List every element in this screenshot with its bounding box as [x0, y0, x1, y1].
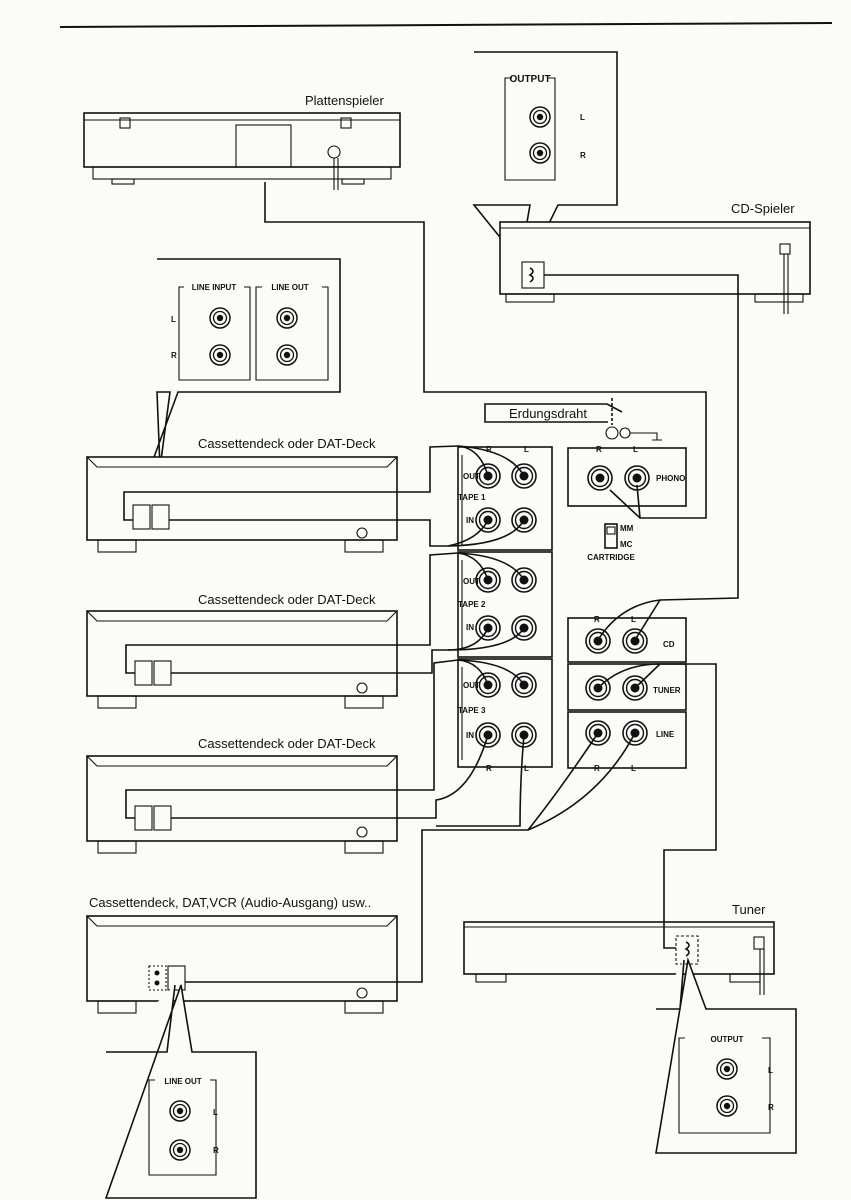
cd-input-label: CD	[663, 640, 675, 649]
deck4-line-out-title: LINE OUT	[164, 1077, 201, 1086]
tape3-in-label: IN	[466, 731, 474, 740]
cd-player	[499, 221, 811, 314]
deck1-line-out-label: LINE OUT	[271, 283, 308, 292]
ground-wire-label: Erdungsdraht	[509, 406, 587, 421]
deck1-callout	[149, 258, 341, 469]
top-rule	[59, 22, 833, 28]
tape-r-bottom: R	[486, 764, 492, 773]
tuner-output-title: OUTPUT	[711, 1035, 744, 1044]
cables	[123, 182, 739, 983]
tape1-label: TAPE 1	[458, 493, 486, 502]
turntable-label: Plattenspieler	[305, 93, 384, 108]
line-l: L	[631, 764, 636, 773]
deck-1	[86, 456, 398, 553]
tape3-out-label: OUT	[463, 681, 480, 690]
cd-l: L	[631, 615, 636, 624]
deck1-r: R	[171, 351, 177, 360]
deck4-callout	[104, 984, 257, 1199]
deck-2	[86, 610, 398, 709]
cd-r: R	[594, 615, 600, 624]
tape-r-top: R	[486, 445, 492, 454]
tape1-out-label: OUT	[463, 472, 480, 481]
cd-output-callout	[472, 51, 618, 264]
phono-r: R	[596, 445, 602, 454]
tuner-label: Tuner	[732, 902, 766, 917]
tuner-output-l: L	[768, 1066, 773, 1075]
deck4-l: L	[213, 1108, 218, 1117]
cartridge-mm: MM	[620, 524, 634, 533]
deck3-label: Cassettendeck oder DAT-Deck	[198, 736, 376, 751]
tuner	[463, 921, 775, 995]
tuner-input-label: TUNER	[653, 686, 681, 695]
phono-l: L	[633, 445, 638, 454]
phono-label: PHONO	[656, 474, 685, 483]
line-r: R	[594, 764, 600, 773]
amplifier-panel	[457, 398, 687, 769]
cartridge-mc: MC	[620, 540, 633, 549]
cd-player-label: CD-Spieler	[731, 201, 795, 216]
cd-output-l: L	[580, 113, 585, 122]
cd-output-title: OUTPUT	[509, 74, 550, 85]
tape1-in-label: IN	[466, 516, 474, 525]
deck4-label: Cassettendeck, DAT,VCR (Audio-Ausgang) u…	[89, 895, 371, 910]
deck-3	[86, 755, 398, 854]
tuner-output-r: R	[768, 1103, 774, 1112]
tape-l-bottom: L	[524, 764, 529, 773]
cartridge-label: CARTRIDGE	[587, 553, 635, 562]
tape-l-top: L	[524, 445, 529, 454]
tape3-label: TAPE 3	[458, 706, 486, 715]
deck1-line-input-label: LINE INPUT	[192, 283, 237, 292]
tape2-out-label: OUT	[463, 577, 480, 586]
deck1-label: Cassettendeck oder DAT-Deck	[198, 436, 376, 451]
tape2-in-label: IN	[466, 623, 474, 632]
cd-output-r: R	[580, 151, 586, 160]
tuner-output-callout	[655, 956, 797, 1154]
line-input-label: LINE	[656, 730, 675, 739]
deck-4	[86, 915, 398, 1014]
deck1-l: L	[171, 315, 176, 324]
turntable	[83, 112, 401, 190]
deck2-label: Cassettendeck oder DAT-Deck	[198, 592, 376, 607]
tape2-label: TAPE 2	[458, 600, 486, 609]
deck4-r: R	[213, 1146, 219, 1155]
